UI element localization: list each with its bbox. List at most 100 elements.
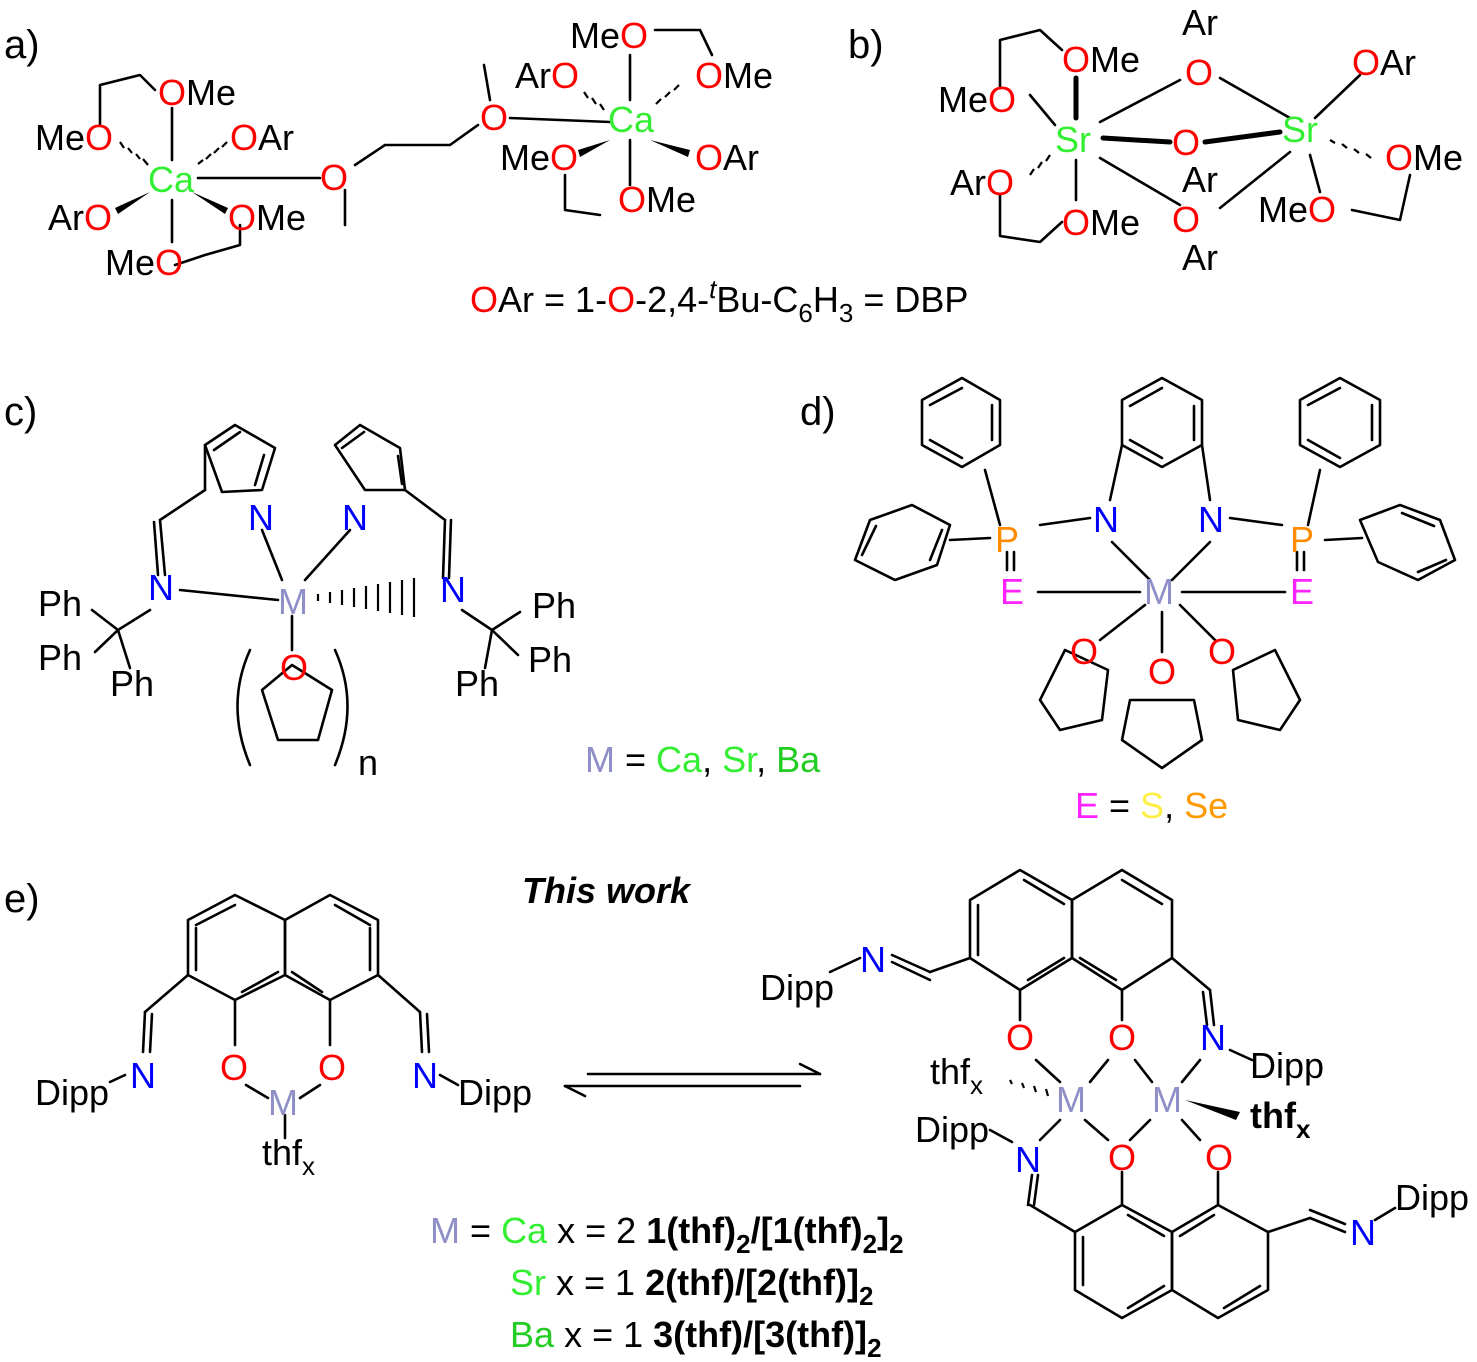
atom-label: Ar xyxy=(1380,42,1416,83)
panel-b-label: b) xyxy=(848,23,884,67)
atom-label: 2 xyxy=(889,1229,903,1259)
atom-label: Ar xyxy=(515,55,551,96)
atom-label: Me xyxy=(35,117,85,158)
atom-label: Ph xyxy=(110,663,154,704)
atom-label: N xyxy=(1198,499,1224,540)
atom-label: Ph xyxy=(532,585,576,626)
sr-atom-right: Sr xyxy=(1282,109,1318,150)
panel-e-label: e) xyxy=(4,877,40,921)
atom-label: Bu-C xyxy=(716,279,798,320)
atom-label: thfx xyxy=(930,1051,983,1100)
atom-label: O xyxy=(550,137,578,178)
atom-label: Ca xyxy=(501,1210,548,1251)
atom-label: O xyxy=(988,79,1016,120)
atom-label: O xyxy=(551,55,579,96)
atom-label: 6 xyxy=(798,298,812,328)
atom-label: Ph xyxy=(38,637,82,678)
atom-label: Ar xyxy=(950,162,986,203)
atom-label: Ar xyxy=(258,117,294,158)
atom-label: N xyxy=(440,569,466,610)
metal-atom-c: M xyxy=(278,581,308,622)
atom-label: Me xyxy=(938,79,988,120)
atom-label: O xyxy=(1172,199,1200,240)
atom-label: Me xyxy=(570,15,620,56)
atom-label: O xyxy=(1205,1137,1233,1178)
atom-label: O xyxy=(155,242,183,283)
atom-label: O xyxy=(1185,52,1213,93)
atom-label xyxy=(643,1314,653,1355)
atom-label: Me xyxy=(646,179,696,220)
ca-atom-left: Ca xyxy=(148,159,195,200)
atom-label xyxy=(635,1262,645,1303)
atom-label: Me xyxy=(1090,202,1140,243)
atom-label: ArO xyxy=(950,162,1014,203)
atom-label: O xyxy=(1108,1137,1136,1178)
atom-label: O xyxy=(220,1047,248,1088)
atom-label: Me xyxy=(1413,137,1463,178)
atom-label: OMe xyxy=(228,197,306,238)
legend-row-ca: M = Ca x = 2 1(thf)2/[1(thf)2]2 xyxy=(430,1210,904,1259)
atom-label: MeO xyxy=(35,117,113,158)
atom-label: = xyxy=(1099,785,1140,826)
atom-label: O xyxy=(1070,631,1098,672)
panel-c-label: c) xyxy=(4,390,37,434)
atom-label: thf xyxy=(262,1132,303,1173)
panel-a-structure: OMe MeO OAr Ca ArO OMe MeO O O MeO ArO O… xyxy=(35,15,773,283)
metal-atom-e-dimer-right: M xyxy=(1152,1079,1182,1120)
atom-label: O xyxy=(1208,631,1236,672)
atom-label: thfx xyxy=(262,1132,315,1181)
metal-atom-e-monomer: M xyxy=(268,1082,298,1123)
atom-label: 2(thf)/[2(thf)] xyxy=(645,1262,859,1303)
panel-c-structure: N N N N M O Ph Ph Ph Ph Ph Ph n xyxy=(38,423,576,783)
atom-label: OAr xyxy=(1352,42,1416,83)
atom-label: S xyxy=(1140,785,1164,826)
atom-label: Sr xyxy=(722,739,758,780)
atom-label: OMe xyxy=(1062,202,1140,243)
atom-label: MeO xyxy=(1258,189,1336,230)
this-work-title: This work xyxy=(522,870,692,911)
panel-e-dimer: N Dipp O O N Dipp thfx M M thfx Dipp N O… xyxy=(760,868,1469,1320)
atom-label xyxy=(491,1210,501,1251)
atom-label: Dipp xyxy=(458,1072,532,1113)
atom-label: N xyxy=(1200,1017,1226,1058)
atom-label: thf xyxy=(930,1051,971,1092)
atom-label: Se xyxy=(1184,785,1228,826)
atom-label: N xyxy=(412,1055,438,1096)
atom-label: 2 xyxy=(736,1229,750,1259)
atom-label: OAr xyxy=(230,117,294,158)
atom-label: Ar xyxy=(1182,2,1218,43)
atom-label: Sr xyxy=(510,1262,546,1303)
atom-label: O xyxy=(986,162,1014,203)
atom-label: O xyxy=(1062,202,1090,243)
atom-label: Me xyxy=(723,55,773,96)
atom-label: OMe xyxy=(1385,137,1463,178)
atom-label: ArO xyxy=(515,55,579,96)
atom-label: Ba xyxy=(776,739,821,780)
atom-label: H xyxy=(813,279,839,320)
sr-atom-left: Sr xyxy=(1055,119,1091,160)
atom-label: Me xyxy=(1258,189,1308,230)
atom-label: E xyxy=(1075,785,1099,826)
atom-label: O xyxy=(695,137,723,178)
atom-label: M xyxy=(585,739,615,780)
panel-d-structure: P P E E N N M O O O xyxy=(853,376,1457,770)
atom-label: O xyxy=(1385,137,1413,178)
atom-label: Ph xyxy=(38,583,82,624)
atom-label: N xyxy=(130,1055,156,1096)
atom-label: O xyxy=(1006,1017,1034,1058)
atom-label: MeO xyxy=(938,79,1016,120)
atom-label xyxy=(547,1210,557,1251)
atom-label: , xyxy=(1164,785,1184,826)
atom-label: Ar xyxy=(48,197,84,238)
atom-label: Dipp xyxy=(35,1072,109,1113)
atom-label: -2,4- xyxy=(635,279,709,320)
atom-label: 3 xyxy=(839,298,853,328)
atom-label xyxy=(546,1262,556,1303)
atom-label: O xyxy=(695,55,723,96)
atom-label: E xyxy=(1290,571,1314,612)
atom-label: x xyxy=(302,1151,315,1181)
atom-label: Me xyxy=(105,242,155,283)
metal-atom-e-dimer-left: M xyxy=(1056,1079,1086,1120)
